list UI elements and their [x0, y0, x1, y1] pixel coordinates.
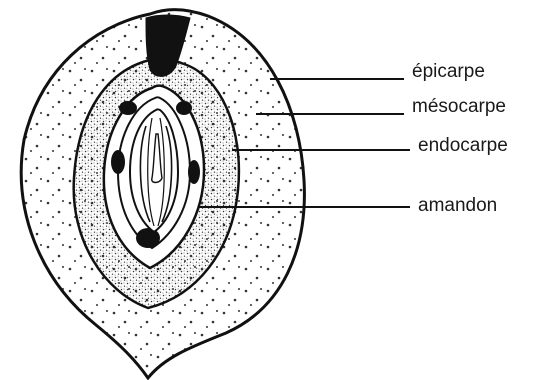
- endocarpe-patch: [119, 101, 137, 115]
- label-mesocarpe: mésocarpe: [412, 97, 506, 116]
- label-epicarpe: épicarpe: [412, 62, 485, 81]
- label-endocarpe: endocarpe: [418, 136, 508, 155]
- label-amandon: amandon: [418, 196, 497, 215]
- endocarpe-patch: [176, 101, 192, 115]
